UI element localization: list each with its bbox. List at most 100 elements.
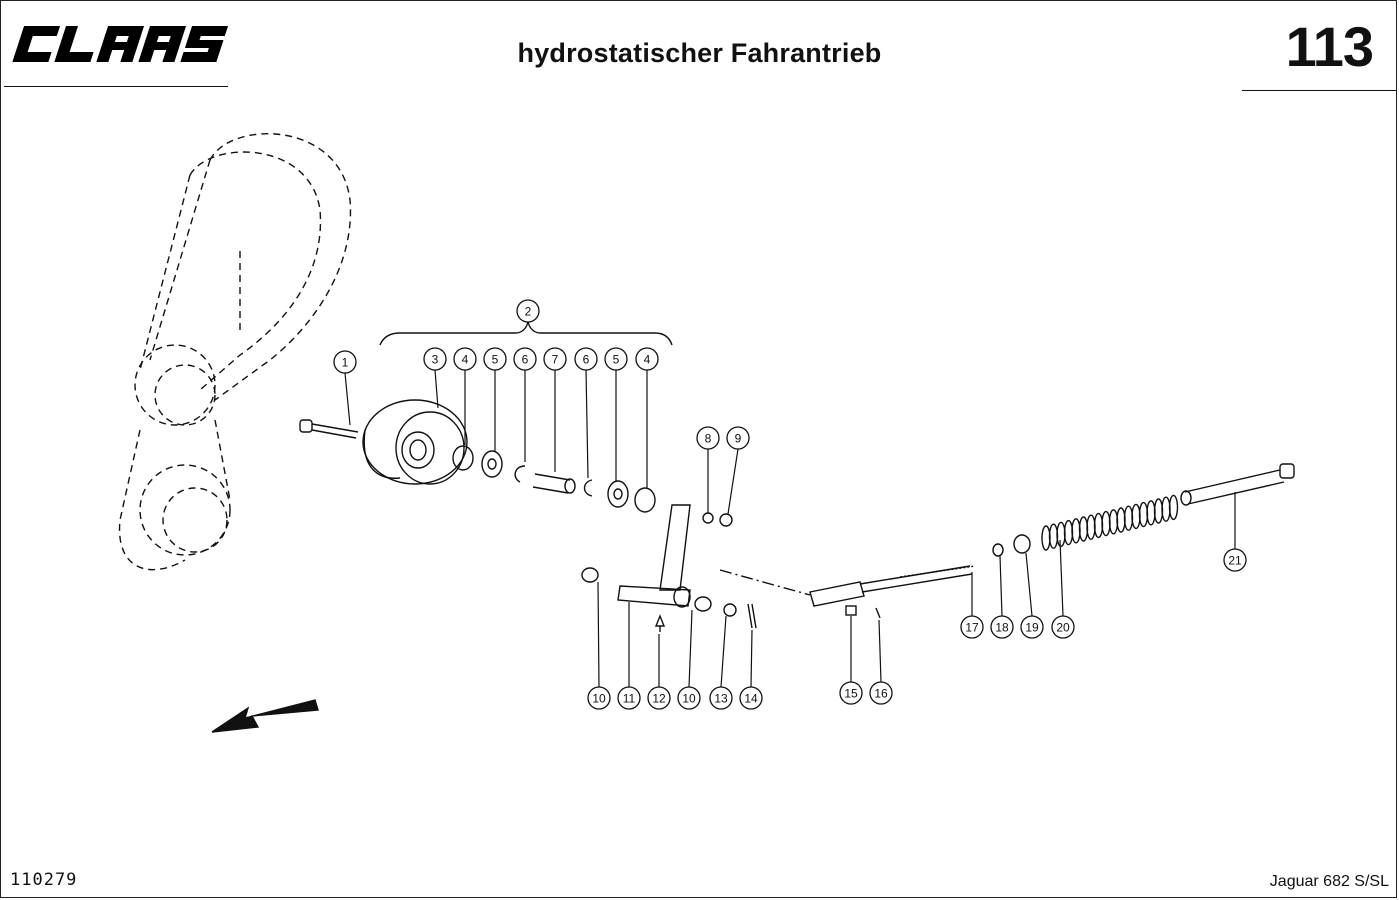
bushing [532,473,576,494]
group-bracket [379,319,673,346]
model-label: Jaguar 682 S/SL [1269,873,1389,890]
callout-circle [513,347,537,371]
circlip-right [634,487,656,513]
claas-logo [12,26,229,62]
spring-coil [1108,509,1119,535]
page-number: 113 [1285,15,1374,78]
callout-circle [990,615,1014,639]
spring-coil [1131,503,1141,530]
callout-circle [739,686,763,710]
lube-nipple-12 [654,614,666,632]
washer-13 [723,603,737,617]
callout-label: 17 [965,621,979,635]
callout-label: 15 [844,687,858,701]
page-title: hydrostatischer Fahrantrieb [517,38,882,68]
spring-coil [1161,496,1171,522]
belt-drive-phantom [118,133,352,571]
split-pin-16 [875,607,881,619]
callout-label: 9 [735,432,742,446]
callout-label: 20 [1056,621,1070,635]
seal-ring-right [583,479,593,497]
callout-label: 7 [552,353,559,367]
callout-label: 10 [682,692,696,706]
spring-coil [1153,498,1164,524]
spring-coil [1101,510,1111,537]
callout-label: 8 [705,432,712,446]
callout-leader [878,619,882,683]
spring-coil [1146,500,1156,526]
callout-label: 19 [1025,621,1039,635]
spring-coil [1048,523,1059,549]
tension-arm [617,504,691,608]
callout-label: 12 [652,692,666,706]
spring-coil [1071,518,1081,544]
callout-label: 16 [874,687,888,701]
callout-label: 4 [644,353,651,367]
callout-circle [587,686,611,710]
split-pin-14 [747,603,757,629]
spring-coil [1056,521,1066,548]
callout-leader [720,615,727,688]
centerline [719,569,811,596]
callout-leader [585,369,589,479]
clevis-rod [809,565,976,607]
callout-label: 6 [522,353,529,367]
spring-coil [1138,501,1149,528]
callout-circle [709,686,733,710]
callout-circle [839,681,863,705]
nut-9 [719,513,733,527]
callout-circle [696,426,720,450]
callout-circle [647,686,671,710]
direction-arrow [211,699,319,733]
spring-coil [1078,516,1089,542]
callout-leader [688,609,693,688]
washer-8 [702,512,714,524]
spring-coil [1041,525,1051,551]
callout-circle [423,347,447,371]
callout-circle [483,347,507,371]
spring-coil [1168,494,1179,521]
callout-circle [516,299,540,323]
callout-label: 14 [744,692,758,706]
callout-circle [869,681,893,705]
guide-tube [1180,463,1295,506]
callout-label: 6 [583,353,590,367]
callout-circle [574,347,598,371]
washer-19 [1013,534,1031,554]
idler-pulley [362,399,468,485]
bolt [299,419,359,439]
compression-spring [1041,494,1179,551]
header-rule-left [4,86,228,87]
bush-10-right [694,596,712,612]
callout-label: 5 [492,353,499,367]
callout-label: 18 [995,621,1009,635]
callout-leader [597,581,600,688]
callout-circle [333,350,357,374]
callout-label: 3 [432,353,439,367]
callout-circle [453,347,477,371]
callout-label: 2 [525,305,532,319]
callout-label: 10 [592,692,606,706]
callout-circle [1020,615,1044,639]
nut-18 [992,543,1004,557]
callout-leader [344,372,351,426]
callout-circle [543,347,567,371]
pin-15 [845,605,857,616]
callout-circle [617,686,641,710]
callout-leader [727,448,739,515]
callout-leader [1025,552,1033,617]
callout-label: 21 [1228,554,1242,568]
drawing-code: 110279 [10,870,78,890]
bearing-left [481,450,503,478]
spring-coil [1123,505,1134,531]
circlip-left [452,445,474,471]
callout-label: 1 [342,356,349,370]
callout-label: 11 [623,692,636,706]
callout-circle [960,615,984,639]
spring-coil [1116,507,1126,533]
callout-circle [726,426,750,450]
callout-leader [434,369,439,409]
callout-circle [677,686,701,710]
